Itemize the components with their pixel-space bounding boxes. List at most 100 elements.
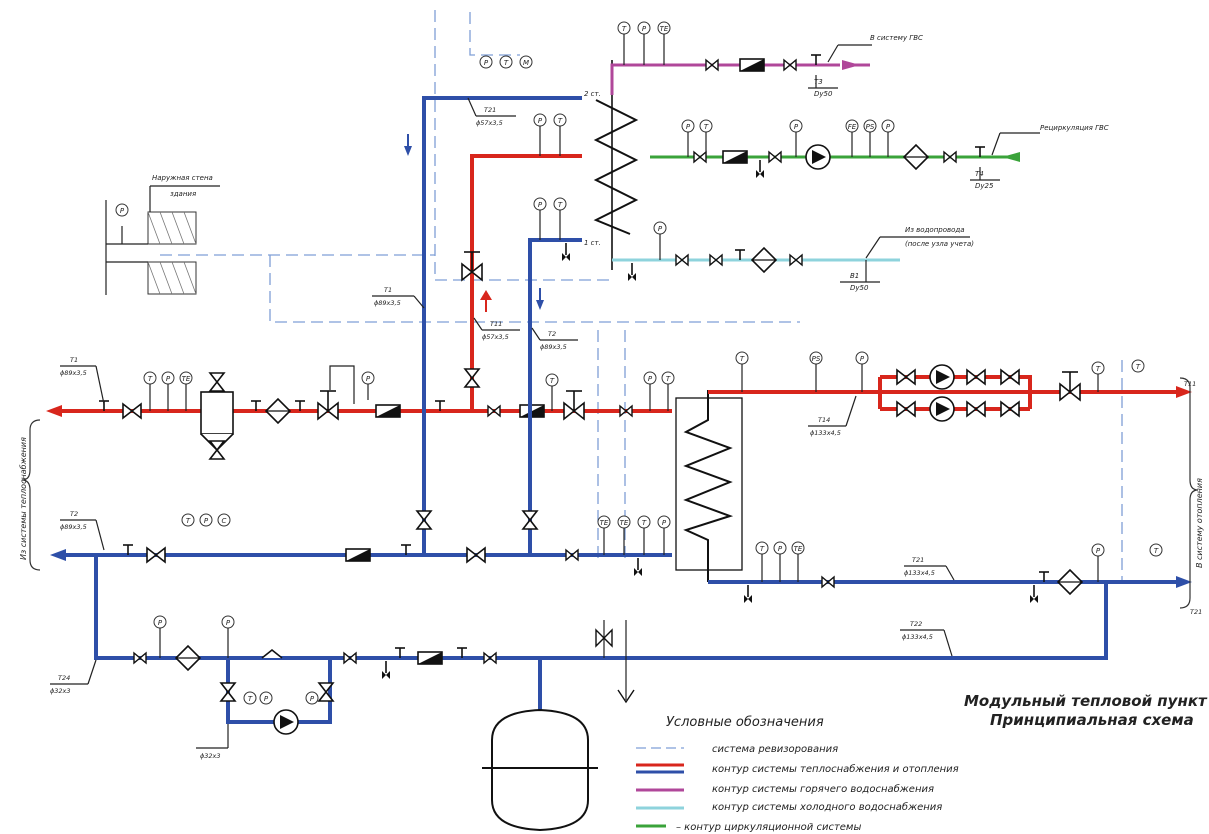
label-t2a-d: ϕ89х3,5 [540, 343, 567, 351]
label-t24-d: ϕ32х3 [50, 687, 71, 695]
dhw-heat-exchanger: 2 ст. 1 ст. [584, 60, 639, 270]
label-t1-d: ϕ89х3,5 [60, 369, 87, 377]
svg-text:T: T [642, 519, 647, 527]
instrument-pi: P [1091, 543, 1105, 557]
to-dhw-label: В систему ГВС [870, 34, 923, 42]
instrument-pi: P [773, 541, 787, 555]
from-water-label: Из водопровода [905, 226, 965, 234]
instrument-pi: P [115, 203, 129, 217]
recirc-label: Рециркуляция ГВС [1040, 124, 1109, 132]
svg-text:P: P [538, 201, 543, 209]
svg-text:T: T [186, 517, 191, 525]
label-t2a: Т2 [548, 330, 556, 338]
instrument-ti: T [545, 373, 559, 387]
svg-text:P: P [886, 123, 891, 131]
revision-lines [160, 10, 1123, 580]
label-t2-d: ϕ89х3,5 [60, 523, 87, 531]
svg-text:P: P [686, 123, 691, 131]
svg-text:P: P [166, 375, 171, 383]
dhw-heating-branch [461, 154, 582, 411]
svg-text:C: C [222, 517, 227, 525]
svg-text:P: P [120, 207, 125, 215]
svg-text:P: P [484, 59, 489, 67]
instrument-pi: P [361, 371, 375, 385]
instrument-fe: FE [845, 119, 859, 133]
svg-text:TE: TE [620, 519, 629, 527]
to-heating-label: В систему отопления [1195, 478, 1204, 568]
instrument-ti: T [699, 119, 713, 133]
t4-label: Т4 [975, 170, 984, 178]
instrument-ti: T [735, 351, 749, 365]
label-t14-d: ϕ133х4,5 [810, 429, 841, 437]
primary-return-line [50, 544, 1108, 660]
legend: Условные обозначения система ревизорован… [636, 715, 959, 833]
wall-detail: Наружная стена здания [105, 174, 220, 295]
svg-text:TE: TE [182, 375, 191, 383]
label-edge-t2: Т21 [1190, 608, 1202, 616]
svg-text:контур системы холодного водос: контур системы холодного водоснабжения [712, 801, 942, 813]
b1-label: В1 [850, 272, 859, 280]
label-t1a-d: ϕ89х3,5 [374, 299, 401, 307]
svg-text:TE: TE [660, 25, 669, 33]
svg-text:T: T [740, 355, 745, 363]
d3-label: Dy50 [814, 90, 833, 98]
svg-text:P: P [648, 375, 653, 383]
svg-text:T: T [666, 375, 671, 383]
instrument-pi: P [221, 615, 235, 629]
label-t21b-d: ϕ133х4,5 [904, 569, 935, 577]
svg-text:T: T [248, 695, 253, 703]
label-t1: Т1 [70, 356, 78, 364]
from-network-label: Из системы теплоснабжения [19, 437, 28, 560]
label-t2: Т2 [70, 510, 78, 518]
svg-text:T: T [558, 117, 563, 125]
instrument-c: C [217, 513, 231, 527]
svg-text:M: M [523, 59, 529, 67]
svg-text:P: P [642, 25, 647, 33]
label-t11-d: ϕ57х3,5 [482, 333, 509, 341]
heating-heat-exchanger [675, 390, 743, 582]
instrument-ti: T [617, 21, 631, 35]
svg-text:T: T [148, 375, 153, 383]
instrument-te: TE [791, 541, 805, 555]
svg-text:T: T [622, 25, 627, 33]
instrument-ti: T [755, 541, 769, 555]
instrument-pi: P [855, 351, 869, 365]
instrument-pi: P [657, 515, 671, 529]
label-t22: Т22 [910, 620, 922, 628]
svg-text:T: T [558, 201, 563, 209]
legend-item-hot-water: контур системы горячего водоснабжения [636, 783, 934, 795]
dhw-supply-line: Т3 Dy50 В систему ГВС [610, 34, 923, 98]
label-tm: ϕ32х3 [200, 752, 221, 760]
instrument-ti: T [1131, 359, 1145, 373]
instrument-ti: T [637, 515, 651, 529]
svg-text:T: T [550, 377, 555, 385]
instrument-ti: T [143, 371, 157, 385]
label-t14: Т14 [818, 416, 830, 424]
instrument-pi: P [643, 371, 657, 385]
d1-label: Dy50 [850, 284, 869, 292]
svg-text:– контур циркуляционной систем: – контур циркуляционной системы [676, 822, 861, 833]
instrument-pi: P [533, 113, 547, 127]
instrument-pi: P [305, 691, 319, 705]
instrument-pi: P [881, 119, 895, 133]
svg-text:TE: TE [794, 545, 803, 553]
svg-text:P: P [794, 123, 799, 131]
svg-text:P: P [860, 355, 865, 363]
svg-text:T: T [504, 59, 509, 67]
instrument-ti: T [661, 371, 675, 385]
instrument-ti: T [181, 513, 195, 527]
cold-water-line: В1 Dy50 Из водопровода (после узла учета… [612, 226, 974, 292]
instrument-pi: P [681, 119, 695, 133]
label-t24: Т24 [58, 674, 70, 682]
svg-text:P: P [662, 519, 667, 527]
svg-text:P: P [226, 619, 231, 627]
after-meter-label: (после узла учета) [905, 240, 974, 248]
instrument-pi: P [153, 615, 167, 629]
svg-text:P: P [538, 117, 543, 125]
wall-label: Наружная стена [152, 174, 213, 182]
label-t21b: Т21 [912, 556, 924, 564]
svg-text:контур системы теплоснабжения: контур системы теплоснабжения и отоплени… [712, 763, 959, 775]
instrument-m: M [519, 55, 533, 69]
legend-item-cold-water: контур системы холодного водоснабжения [636, 801, 942, 813]
instrument-pi: P [199, 513, 213, 527]
